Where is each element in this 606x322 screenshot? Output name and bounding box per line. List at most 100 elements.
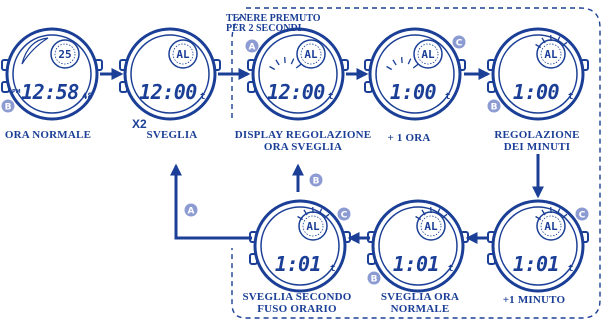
subdial-text: AL bbox=[421, 48, 435, 61]
subdial-text: AL bbox=[424, 220, 438, 233]
flash-mark bbox=[412, 63, 419, 69]
press-twice-label: X2 bbox=[132, 117, 147, 131]
flash-mark bbox=[556, 208, 561, 215]
lcd-time: 1:01 bbox=[393, 252, 439, 276]
flash-mark bbox=[436, 208, 441, 215]
subdial-ring bbox=[420, 215, 442, 237]
subdial-ring bbox=[300, 43, 322, 65]
flash-mark bbox=[441, 213, 448, 219]
lcd-seconds: t bbox=[448, 264, 453, 274]
step-label-sveglia-ora-normale: SVEGLIA ORA NORMALE bbox=[380, 291, 460, 315]
button-badge-c bbox=[452, 35, 466, 49]
hold-note: TENERE PREMUTO PER 2 SECONDI bbox=[226, 14, 346, 34]
flash-mark bbox=[295, 63, 302, 69]
button-badge-b bbox=[367, 271, 381, 285]
watch-7: AL 1:01 t C bbox=[249, 199, 351, 293]
lcd-seconds: t bbox=[328, 92, 333, 102]
button-badge-letter: C bbox=[456, 39, 463, 49]
return-button-a-letter: A bbox=[188, 207, 195, 217]
setting-region-border-left bbox=[231, 13, 247, 118]
flash-mark bbox=[415, 215, 422, 221]
flash-mark bbox=[535, 43, 542, 49]
button-badge-letter: B bbox=[491, 103, 498, 113]
hold-note-line1: TENERE PREMUTO bbox=[226, 13, 321, 24]
lcd-time: 12:00 bbox=[267, 80, 325, 104]
arrow-back-to-sveglia bbox=[170, 163, 252, 240]
flash-mark bbox=[323, 213, 330, 219]
lcd-seconds: t bbox=[330, 264, 335, 274]
lcd-time: 1:01 bbox=[513, 252, 559, 276]
flash-mark bbox=[421, 209, 426, 216]
watch-6: AL 1:01 tB bbox=[367, 199, 469, 293]
flash-mark bbox=[392, 59, 397, 66]
subdial-ring bbox=[302, 215, 324, 237]
return-button-b-letter: B bbox=[313, 177, 320, 187]
return-button-a bbox=[184, 203, 198, 217]
flash-mark bbox=[561, 41, 568, 47]
button-badge-b bbox=[487, 99, 501, 113]
lcd-seconds: t bbox=[568, 264, 573, 274]
button-badge-b bbox=[1, 99, 15, 113]
subdial-text: AL bbox=[304, 48, 318, 61]
button-badge-letter: B bbox=[5, 103, 12, 113]
step-label-sveglia: SVEGLIA bbox=[146, 129, 198, 141]
button-badge-letter: C bbox=[341, 211, 348, 221]
button-badge-c bbox=[575, 207, 589, 221]
flash-mark bbox=[303, 209, 308, 216]
button-badge-letter: B bbox=[371, 275, 378, 285]
subdial-text: 25 bbox=[58, 48, 71, 61]
flash-mark bbox=[269, 65, 276, 71]
step-label-piu-1-ora: + 1 ORA bbox=[387, 132, 431, 144]
flash-mark bbox=[561, 213, 568, 219]
button-badge-a bbox=[245, 39, 259, 53]
step-label-ora-normale: ORA NORMALE bbox=[4, 129, 92, 141]
watch-5: AL 1:01 t C bbox=[487, 199, 589, 293]
step-label-display-regolazione: DISPLAY REGOLAZIONE ORA SVEGLIA bbox=[234, 129, 372, 153]
subdial-text: AL bbox=[544, 48, 558, 61]
subdial-ring bbox=[417, 43, 439, 65]
lcd-time: 1:00 bbox=[390, 80, 437, 104]
subdial-text: AL bbox=[176, 48, 190, 61]
button-badge-letter: C bbox=[579, 211, 586, 221]
moon-graphic bbox=[21, 37, 49, 65]
hold-note-line2: PER 2 SECONDI bbox=[226, 23, 302, 34]
return-button-b bbox=[309, 173, 323, 187]
watch-3: AL 1:00 t C bbox=[364, 27, 466, 121]
lcd-time: 1:00 bbox=[513, 80, 560, 104]
lcd-seconds: t bbox=[568, 92, 573, 102]
step-label-sveglia-secondo-fuso: SVEGLIA SECONDO FUSO ORARIO bbox=[242, 291, 352, 315]
subdial-ring bbox=[172, 43, 194, 65]
lcd-seconds: 48 bbox=[82, 92, 93, 102]
button-badge-c bbox=[337, 207, 351, 221]
watch-4: AL 1:00 tB bbox=[487, 27, 589, 121]
flash-mark bbox=[297, 215, 304, 221]
lcd-time: 1:01 bbox=[275, 252, 321, 276]
flash-mark bbox=[556, 36, 561, 43]
subdial-text: AL bbox=[306, 220, 320, 233]
subdial-ring bbox=[540, 43, 562, 65]
lcd-seconds: t bbox=[445, 92, 450, 102]
setting-region-border bbox=[231, 7, 601, 319]
flash-mark bbox=[407, 58, 412, 65]
subdial-text: AL bbox=[544, 220, 558, 233]
step-label-piu-1-minuto: +1 MINUTO bbox=[502, 294, 566, 306]
flash-mark bbox=[541, 37, 546, 44]
flash-mark bbox=[541, 209, 546, 216]
flash-mark bbox=[290, 58, 295, 65]
lcd-seconds: t bbox=[200, 92, 205, 102]
lcd-time: 12:58 bbox=[21, 80, 79, 104]
flash-mark bbox=[535, 215, 542, 221]
flash-mark bbox=[275, 59, 280, 66]
lcd-time: 12:00 bbox=[139, 80, 197, 104]
subdial-ring bbox=[54, 43, 76, 65]
button-badge-letter: A bbox=[249, 43, 256, 53]
flash-mark bbox=[386, 65, 393, 71]
flash-mark bbox=[318, 208, 323, 215]
lcd-pm: PM bbox=[12, 89, 21, 95]
step-label-regolazione-minuti: REGOLAZIONE DEI MINUTI bbox=[494, 129, 580, 153]
